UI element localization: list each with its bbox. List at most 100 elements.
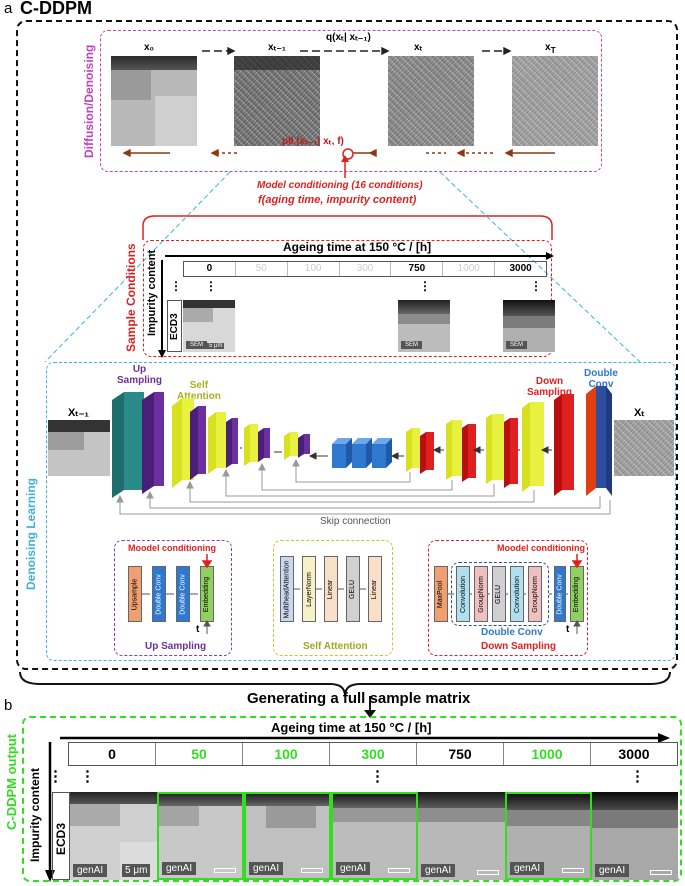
- down-layer-conv-1: Convolution: [456, 566, 470, 622]
- down-layer-conv-2: Convolution: [510, 566, 524, 622]
- up-block-title: Up Sampling: [145, 641, 207, 652]
- sample-tag-750: SEM: [401, 341, 423, 349]
- denoising-box: [46, 362, 676, 661]
- sample-time-50: 50: [236, 262, 288, 276]
- diffusion-image-xt-1: [234, 56, 320, 146]
- down-block-title: Down Sampling: [481, 641, 556, 652]
- sample-ellipsis-1: ⋮: [205, 279, 217, 293]
- panel-a-frame: [16, 20, 678, 670]
- sample-scale-0: 5 μm: [207, 343, 225, 349]
- conditioning-line1: Model conditioning (16 conditions): [257, 180, 423, 191]
- b-scalebar-50: [214, 868, 236, 873]
- panel-a-title: C-DDPM: [20, 0, 92, 18]
- down-layer-groupnorm-2: GroupNorm: [528, 566, 542, 622]
- b-scalebar-3000: [650, 870, 672, 875]
- b-time-300: 300: [330, 743, 417, 765]
- up-block: [114, 540, 232, 656]
- up-block-t: t: [196, 624, 200, 635]
- attn-layer-mha: MultiheadAttention: [280, 556, 294, 622]
- panel-b-letter: b: [4, 697, 13, 714]
- sample-time-0: 0: [184, 262, 236, 276]
- b-tag-1000: genAI: [510, 862, 545, 875]
- down-layer-gelu: GELU: [492, 566, 506, 622]
- diffusion-box: [100, 30, 602, 172]
- unet-output-label: Xₜ₋₁: [68, 407, 89, 419]
- panel-b-time-row: 0 50 100 300 750 1000 3000: [68, 742, 678, 766]
- b-image-100: genAI: [244, 792, 331, 880]
- sample-time-750: 750: [391, 262, 444, 276]
- double-conv-label: Double Conv: [584, 368, 618, 390]
- diffusion-image-xt: [388, 56, 474, 146]
- diffusion-arrows: [122, 46, 555, 160]
- unet-input-image: [614, 420, 674, 476]
- up-block-conditioning: Moodel conditioning: [128, 543, 216, 553]
- b-image-50: genAI: [157, 792, 244, 880]
- sample-conditions-box: [143, 240, 552, 357]
- b-ellipsis-4: ⋮: [48, 768, 63, 785]
- b-tag-50: genAI: [162, 862, 197, 875]
- attn-layer-linear-1: Linear: [324, 556, 338, 622]
- state-xt-1: xₜ₋₁: [268, 42, 286, 53]
- b-image-300: genAI: [331, 792, 418, 880]
- down-block: [428, 540, 588, 656]
- up-sampling-label: Up Sampling: [117, 364, 163, 386]
- sample-time-100: 100: [288, 262, 340, 276]
- sample-axis-title: Ageing time at 150 °C / [h]: [283, 240, 432, 254]
- reverse-label: pθ (xₜ₋₁| xₜ, f): [282, 136, 344, 147]
- sample-ellipsis-4: ⋮: [170, 279, 182, 293]
- state-x0: x₀: [144, 42, 155, 53]
- attn-block: [273, 540, 393, 656]
- down-inner-title: Double Conv: [481, 627, 543, 638]
- attn-layer-layernorm: LayerNorm: [302, 556, 316, 622]
- down-block-conditioning: Moodel conditioning: [497, 543, 585, 553]
- b-tag-3000: genAI: [595, 864, 630, 877]
- b-time-750: 750: [417, 743, 504, 765]
- forward-label: q(xₜ| xₜ₋₁): [326, 32, 371, 43]
- b-tag-300: genAI: [336, 862, 371, 875]
- sample-image-0: SEM 5 μm: [183, 300, 235, 352]
- b-ellipsis-2: ⋮: [370, 768, 385, 785]
- sample-ellipsis-2: ⋮: [419, 279, 431, 293]
- b-scale-0: 5 μm: [122, 864, 151, 877]
- b-time-3000: 3000: [618, 746, 650, 762]
- b-tag-750: genAI: [421, 864, 456, 877]
- b-scalebar-1000: [562, 868, 584, 873]
- panel-b-frame: [22, 716, 682, 882]
- b-ellipsis-1: ⋮: [80, 768, 95, 785]
- b-scalebar-100: [301, 868, 323, 873]
- sample-image-750: SEM: [398, 300, 450, 352]
- attn-layer-gelu: GELU: [346, 556, 360, 622]
- sample-row-label-cell: [167, 300, 182, 352]
- b-scalebar-750: [477, 870, 499, 875]
- down-block-t: t: [566, 624, 570, 635]
- b-image-0: genAI 5 μm: [70, 792, 157, 880]
- b-ellipsis-3: ⋮: [630, 768, 645, 785]
- sample-time-300: 300: [340, 262, 392, 276]
- up-layer-doubleconv-2: Double Conv: [176, 566, 190, 622]
- sample-time-3000: 3000: [509, 263, 532, 274]
- b-image-1000: genAI: [505, 792, 592, 880]
- down-layer-doubleconv: Double Conv: [554, 566, 566, 622]
- panel-b-row-axis: Impurity content: [28, 767, 42, 862]
- attn-layer-linear-2: Linear: [368, 556, 382, 622]
- sample-tag-0: SEM: [186, 341, 208, 349]
- up-layer-doubleconv-1: Double Conv: [152, 566, 166, 622]
- b-row-label: ECD3: [54, 822, 68, 855]
- b-time-100: 100: [243, 743, 330, 765]
- down-layer-groupnorm-1: GroupNorm: [474, 566, 488, 622]
- sample-time-1000: 1000: [443, 262, 496, 276]
- b-image-750: genAI: [418, 792, 505, 880]
- state-xT-subscript: T: [550, 45, 556, 55]
- sample-time-row: 0 50 100 300 750 1000 3000: [183, 261, 547, 277]
- down-sampling-label: Down Sampling: [527, 376, 573, 398]
- panel-a-letter: a: [4, 0, 13, 17]
- panel-b-axis-title: Ageing time at 150 °C / [h]: [271, 720, 432, 735]
- sample-image-3000: SEM: [503, 300, 555, 352]
- b-time-1000: 1000: [504, 743, 591, 765]
- b-scalebar-300: [388, 868, 410, 873]
- b-time-0: 0: [69, 743, 156, 765]
